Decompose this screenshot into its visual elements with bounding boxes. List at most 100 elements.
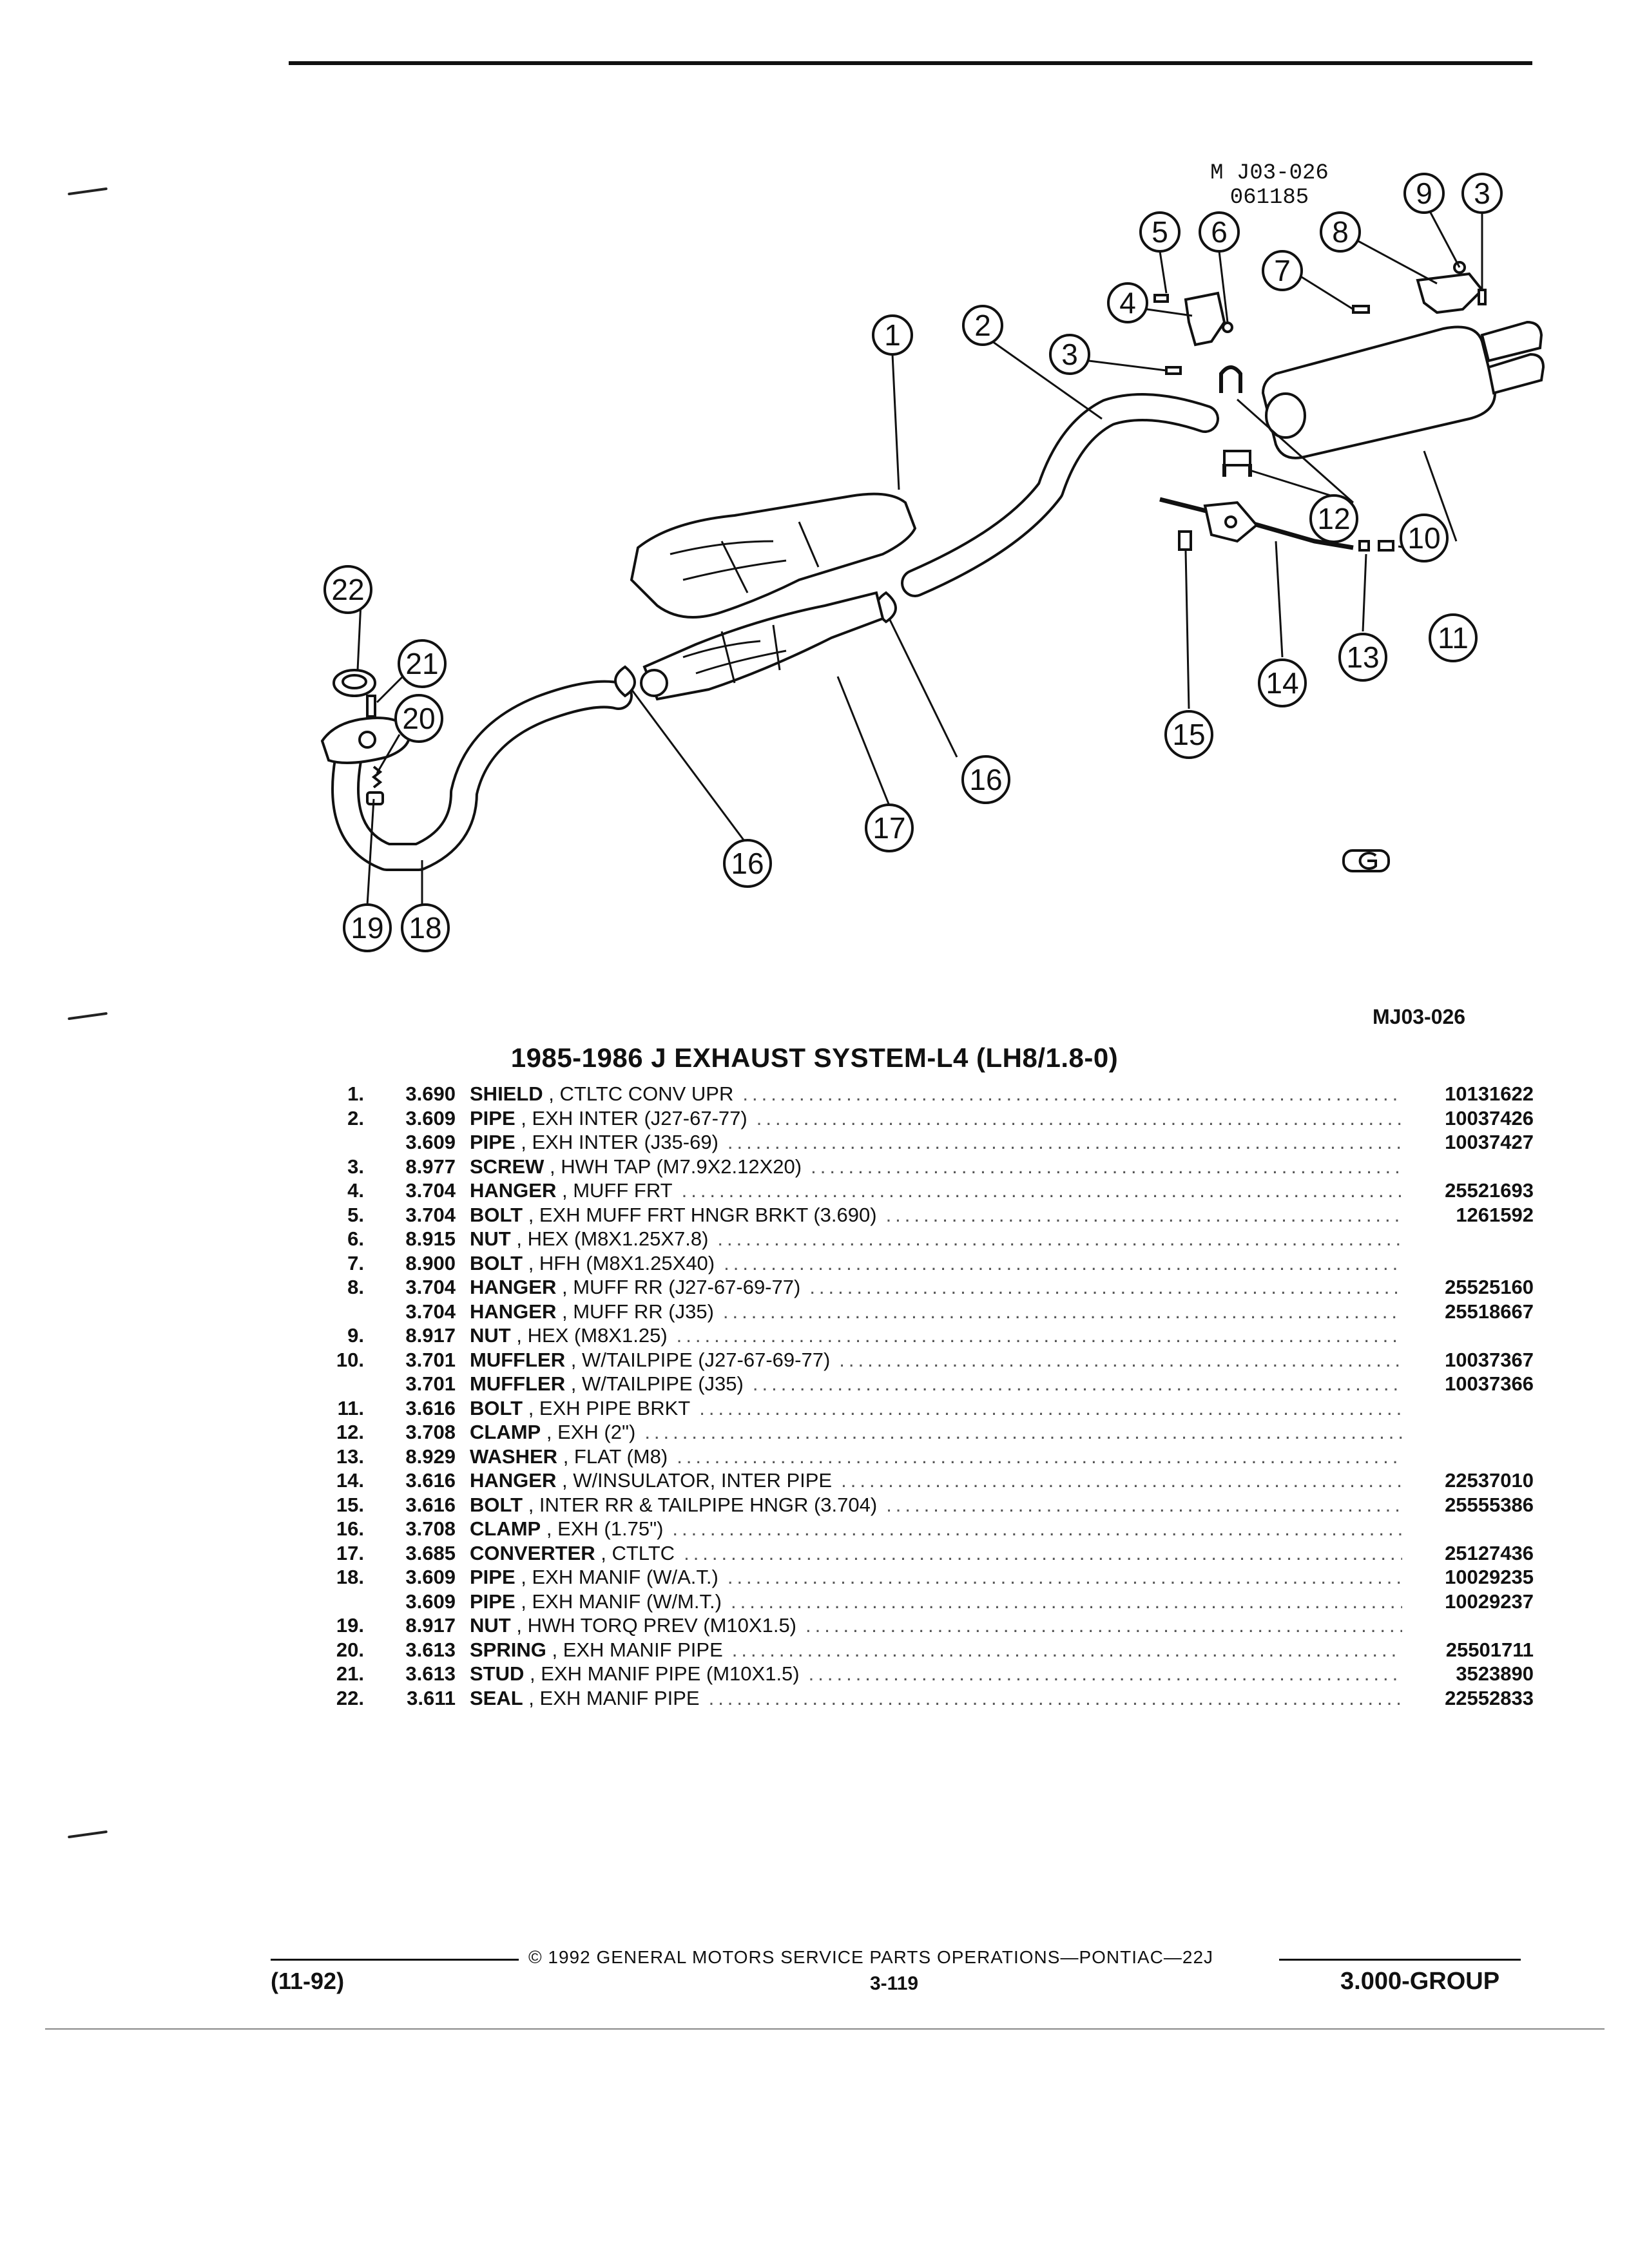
callout-16-rear: 16 bbox=[961, 755, 1010, 804]
item-number: 3. bbox=[347, 1155, 364, 1178]
part-detail: MUFF FRT bbox=[573, 1179, 673, 1202]
part-description: CONVERTER , CTLTC bbox=[470, 1542, 675, 1565]
part-description: STUD , EXH MANIF PIPE (M10X1.5) bbox=[470, 1662, 800, 1686]
drawing-code: MJ03-026 bbox=[1373, 1005, 1466, 1028]
group-number: 3.609 bbox=[405, 1566, 456, 1588]
name-separator: , bbox=[515, 1106, 532, 1129]
part-number: 25555386 bbox=[1445, 1493, 1534, 1516]
group-number: 8.977 bbox=[405, 1155, 456, 1178]
item-number: 13. bbox=[336, 1445, 364, 1468]
front-muffler-hanger bbox=[1184, 291, 1226, 347]
item-number: 12. bbox=[336, 1421, 364, 1443]
name-separator: , bbox=[510, 1324, 528, 1347]
name-separator: , bbox=[543, 1082, 560, 1105]
leader-dots: ........................................… bbox=[730, 1590, 1402, 1613]
part-number: 25518667 bbox=[1445, 1300, 1534, 1323]
name-separator: , bbox=[546, 1638, 563, 1661]
callout-20: 20 bbox=[394, 694, 443, 743]
callout-7: 7 bbox=[1262, 250, 1303, 291]
leader-dots: ........................................… bbox=[684, 1541, 1402, 1564]
catalytic-converter bbox=[640, 591, 885, 701]
item-number: 19. bbox=[336, 1614, 364, 1637]
part-name: HANGER bbox=[470, 1276, 557, 1298]
part-name: HANGER bbox=[470, 1179, 557, 1202]
svg-text:15: 15 bbox=[1172, 718, 1205, 751]
part-name: NUT bbox=[470, 1614, 511, 1637]
item-number: 18. bbox=[336, 1566, 364, 1588]
callout-17: 17 bbox=[865, 803, 914, 852]
part-detail: EXH MANIF (W/A.T.) bbox=[532, 1566, 718, 1588]
part-detail: W/TAILPIPE (J27-67-69-77) bbox=[581, 1348, 831, 1371]
name-separator: , bbox=[556, 1300, 574, 1323]
part-number: 10029235 bbox=[1445, 1566, 1534, 1588]
part-detail: W/TAILPIPE (J35) bbox=[581, 1372, 744, 1395]
footer-rule-left bbox=[271, 1959, 519, 1961]
svg-text:6: 6 bbox=[1211, 215, 1228, 249]
leader-dots: ........................................… bbox=[805, 1614, 1402, 1637]
part-description: SCREW , HWH TAP (M7.9X2.12X20) bbox=[470, 1155, 802, 1178]
svg-text:9: 9 bbox=[1416, 177, 1432, 210]
part-description: SPRING , EXH MANIF PIPE bbox=[470, 1639, 723, 1662]
leader-dots: ........................................… bbox=[677, 1445, 1402, 1468]
callout-11: 11 bbox=[1429, 613, 1478, 662]
part-description: NUT , HEX (M8X1.25) bbox=[470, 1324, 668, 1347]
svg-text:16: 16 bbox=[969, 763, 1002, 796]
part-description: BOLT , INTER RR & TAILPIPE HNGR (3.704) bbox=[470, 1494, 877, 1517]
part-description: HANGER , W/INSULATOR, INTER PIPE bbox=[470, 1469, 832, 1492]
part-description: BOLT , EXH PIPE BRKT bbox=[470, 1397, 690, 1420]
item-number: 16. bbox=[336, 1517, 364, 1540]
part-description: HANGER , MUFF RR (J27-67-69-77) bbox=[470, 1276, 800, 1299]
group-number: 3.609 bbox=[405, 1131, 456, 1153]
group-number: 3.616 bbox=[405, 1396, 456, 1419]
exhaust-system-diagram: 1 2 3 3 4 5 6 7 8 9 10 11 12 13 14 15 16… bbox=[320, 173, 1545, 952]
callout-10: 10 bbox=[1400, 514, 1449, 562]
part-description: HANGER , MUFF RR (J35) bbox=[470, 1300, 714, 1323]
bolt-5 bbox=[1153, 294, 1169, 303]
part-number: 10131622 bbox=[1445, 1082, 1534, 1105]
revision-date: (11-92) bbox=[271, 1968, 345, 1994]
leader-dots: ........................................… bbox=[756, 1106, 1402, 1129]
svg-text:12: 12 bbox=[1317, 502, 1350, 535]
part-name: SHIELD bbox=[470, 1082, 543, 1105]
name-separator: , bbox=[515, 1131, 532, 1153]
part-description: BOLT , EXH MUFF FRT HNGR BRKT (3.690) bbox=[470, 1204, 877, 1227]
item-number: 21. bbox=[336, 1662, 364, 1685]
item-number: 17. bbox=[336, 1541, 364, 1564]
group-number: 3.708 bbox=[405, 1421, 456, 1443]
name-separator: , bbox=[556, 1469, 574, 1492]
item-number: 1. bbox=[347, 1082, 364, 1105]
group-number: 3.708 bbox=[405, 1517, 456, 1540]
bolt-7 bbox=[1352, 305, 1370, 314]
part-number: 10037426 bbox=[1445, 1106, 1534, 1129]
part-description: CLAMP , EXH (1.75") bbox=[470, 1517, 663, 1541]
leader-dots: ........................................… bbox=[727, 1131, 1402, 1153]
leader-dots: ........................................… bbox=[681, 1179, 1402, 1202]
gm-logo-icon bbox=[1342, 849, 1390, 872]
part-number: 25127436 bbox=[1445, 1541, 1534, 1564]
part-description: PIPE , EXH MANIF (W/A.T.) bbox=[470, 1566, 718, 1589]
margin-mark bbox=[68, 1830, 108, 1839]
part-name: PIPE bbox=[470, 1566, 516, 1588]
clamp-front bbox=[614, 665, 636, 698]
name-separator: , bbox=[515, 1566, 532, 1588]
footer-rule-right bbox=[1279, 1959, 1521, 1961]
group-number: 3.704 bbox=[405, 1179, 456, 1202]
name-separator: , bbox=[556, 1276, 574, 1298]
leader-dots: ........................................… bbox=[886, 1493, 1402, 1516]
intermediate-pipe bbox=[901, 393, 1219, 597]
part-name: MUFFLER bbox=[470, 1372, 566, 1395]
part-detail: EXH (1.75") bbox=[557, 1517, 664, 1540]
name-separator: , bbox=[510, 1614, 528, 1637]
part-name: CLAMP bbox=[470, 1517, 541, 1540]
leader-lines bbox=[356, 212, 1483, 906]
group-number: 3.704 bbox=[405, 1276, 456, 1298]
